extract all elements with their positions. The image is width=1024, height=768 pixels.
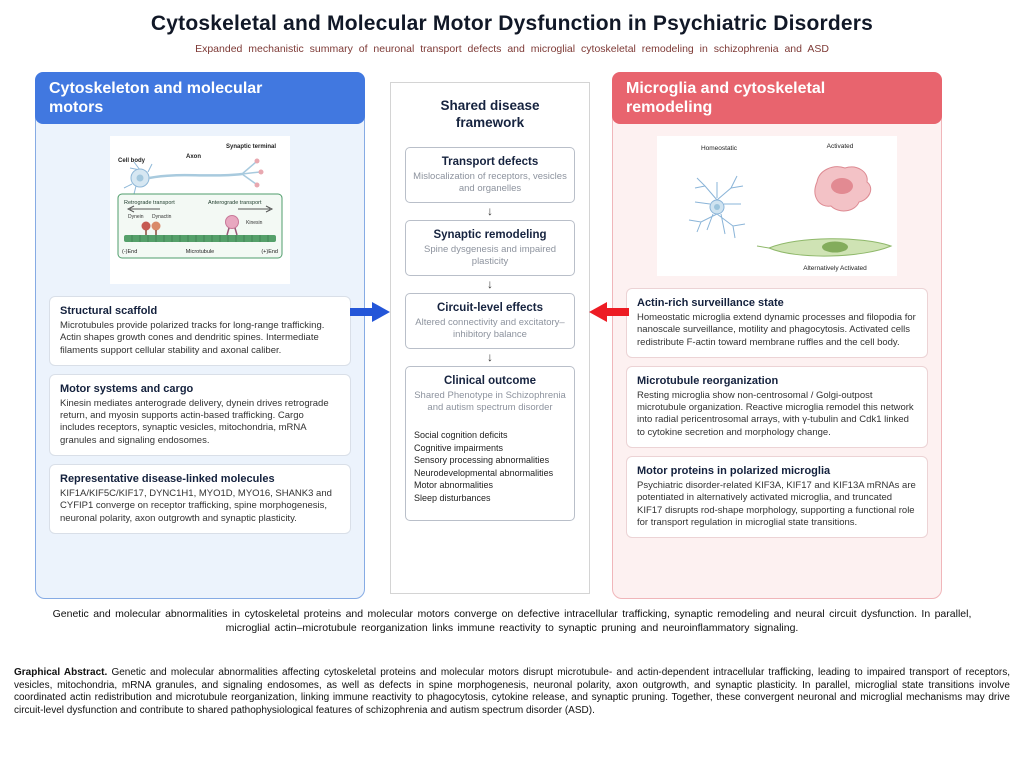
axon-line	[148, 172, 243, 180]
plus-end-label: (+)End	[261, 249, 278, 255]
card-body: KIF1A/KIF5C/KIF17, DYNC1H1, MYO1D, MYO16…	[60, 488, 332, 524]
card-title: Motor systems and cargo	[60, 382, 194, 395]
outcome-item: Sensory processing abnormalities	[414, 455, 550, 465]
caption-body: Genetic and molecular abnormalities affe…	[14, 667, 1010, 716]
card-title: Actin-rich surveillance state	[637, 297, 784, 309]
microglia-panel: Homeostatic Activated Alternatively Acti…	[612, 75, 942, 599]
dynactin-label: Dynactin	[152, 214, 172, 220]
page-subtitle: Expanded mechanistic summary of neuronal…	[195, 43, 829, 55]
card-structural-scaffold: Structural scaffold Microtubules provide…	[49, 296, 351, 366]
microglia-diagram: Homeostatic Activated Alternatively Acti…	[657, 136, 897, 276]
page-title: Cytoskeletal and Molecular Motor Dysfunc…	[150, 12, 874, 35]
card-title: Microtubule reorganization	[637, 374, 779, 387]
outcome-item: Neurodevelopmental abnormalities	[414, 467, 554, 478]
step-title: Circuit-level effects	[436, 302, 544, 314]
retrograde-label: Retrograde transport	[124, 200, 175, 206]
card-title: Structural scaffold	[60, 305, 158, 317]
card-body: Microtubules provide polarized tracks fo…	[60, 320, 325, 356]
card-disease-molecules: Representative disease-linked molecules …	[49, 464, 351, 534]
card-actin-surveillance: Actin-rich surveillance state Homeostati…	[626, 288, 928, 358]
outcome-item: Cognitive impairments	[414, 442, 504, 453]
homeostatic-label: Homeostatic	[701, 145, 738, 152]
card-body: Psychiatric disorder-related KIF3A, KIF1…	[637, 480, 916, 528]
card-motor-proteins-microglia: Motor proteins in polarized microglia Ps…	[626, 456, 928, 539]
step-title: Transport defects	[441, 156, 539, 168]
homeostatic-branches	[688, 175, 746, 239]
outcome-list: Social cognition deficits Cognitive impa…	[412, 429, 568, 512]
outcome-item: Sleep disturbances	[414, 492, 491, 503]
cytoskeleton-header: Cytoskeleton and molecular motors	[35, 72, 365, 124]
microtubule-label: Microtubule	[186, 249, 214, 255]
step-clinical-outcome: Clinical outcome Shared Phenotype in Sch…	[405, 366, 575, 521]
anterograde-arrow-icon	[238, 205, 274, 213]
card-motor-systems: Motor systems and cargo Kinesin mediates…	[49, 373, 351, 457]
neuron-diagram: Cell body Axon Synaptic terminal Retrogr…	[110, 136, 290, 284]
card-body: Homeostatic microglia extend dynamic pro…	[637, 312, 916, 348]
step-subtitle: Spine dysgenesis and impaired plasticity	[423, 244, 557, 267]
down-arrow-icon: ↓	[487, 350, 493, 364]
cytoskeleton-panel: Cell body Axon Synaptic terminal Retrogr…	[35, 75, 365, 599]
step-transport-defects: Transport defects Mislocalization of rec…	[405, 147, 575, 203]
microtubule-track	[124, 235, 276, 242]
synaptic-terminal-label: Synaptic terminal	[226, 144, 276, 150]
dynein-label: Dynein	[128, 214, 144, 220]
card-title: Motor proteins in polarized microglia	[637, 465, 831, 478]
step-subtitle: Shared Phenotype in Schizophrenia and au…	[414, 390, 566, 413]
summary-text: Genetic and molecular abnormalities in c…	[52, 608, 972, 634]
right-to-center-arrow-icon	[589, 302, 629, 327]
terminal-branches	[241, 161, 261, 185]
down-arrow-icon: ↓	[487, 277, 493, 291]
down-arrow-icon: ↓	[487, 204, 493, 218]
step-subtitle: Altered connectivity and excitatory–inhi…	[415, 317, 565, 340]
anterograde-label: Anterograde transport	[208, 200, 262, 206]
card-body: Resting microglia show non-centrosomal /…	[637, 389, 914, 438]
outcome-item: Social cognition deficits	[414, 430, 508, 440]
minus-end-label: (-)End	[122, 249, 137, 255]
step-subtitle: Mislocalization of receptors, vesicles a…	[413, 171, 567, 194]
dendrites	[123, 161, 153, 195]
activated-label: Activated	[827, 143, 854, 150]
caption: Graphical Abstract. Genetic and molecula…	[14, 667, 1010, 717]
left-to-center-arrow-icon	[350, 302, 390, 327]
step-circuit-effects: Circuit-level effects Altered connectivi…	[405, 293, 575, 349]
framework-title: Shared disease framework	[440, 98, 540, 130]
retrograde-arrow-icon	[126, 205, 160, 213]
kinesin-motor	[225, 215, 239, 229]
caption-label: Graphical Abstract.	[14, 667, 108, 678]
dynactin-motor	[151, 221, 161, 231]
dynein-motor	[141, 221, 151, 231]
neuron-nucleus	[136, 174, 144, 182]
card-microtubule-reorganization: Microtubule reorganization Resting micro…	[626, 365, 928, 449]
cell-body-label: Cell body	[118, 158, 146, 164]
card-title: Representative disease-linked molecules	[60, 473, 275, 486]
step-title: Clinical outcome	[443, 375, 537, 387]
alternatively-activated-label: Alternatively Activated	[803, 265, 867, 272]
step-synaptic-remodeling: Synaptic remodeling Spine dysgenesis and…	[405, 220, 575, 276]
microglia-header: Microglia and cytoskeletal remodeling	[612, 72, 942, 124]
kinesin-label: Kinesin	[246, 220, 263, 226]
outcome-item: Motor abnormalities	[414, 480, 494, 490]
step-title: Synaptic remodeling	[433, 229, 547, 241]
shared-framework-panel: Shared disease framework Transport defec…	[390, 82, 590, 594]
card-body: Kinesin mediates anterograde delivery, d…	[60, 397, 329, 446]
axon-label: Axon	[186, 154, 201, 160]
